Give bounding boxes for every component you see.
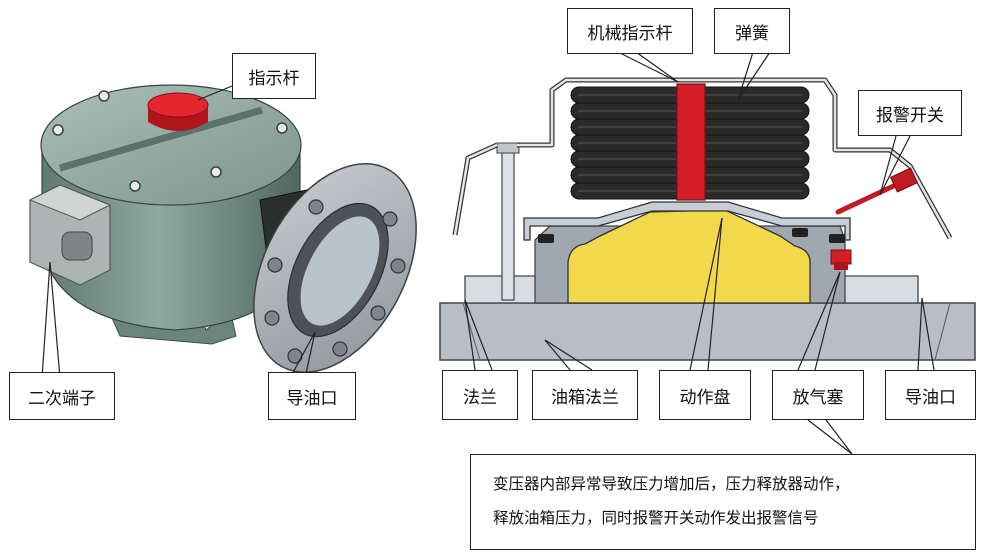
label-action-disc: 动作盘 (659, 370, 751, 420)
secondary-terminal-box (28, 184, 112, 286)
seals (538, 228, 845, 243)
oil-outlet-flange (253, 163, 417, 373)
label-spring: 弹簧 (714, 8, 790, 54)
cover-screws (52, 90, 288, 192)
base-flange-bevel (462, 302, 951, 361)
label-indicator-rod: 指示杆 (232, 53, 316, 99)
note-line-2: 释放油箱压力，同时报警开关动作发出报警信号 (493, 509, 819, 527)
left-leader-lines (41, 85, 316, 379)
label-alarm-switch: 报警开关 (858, 90, 962, 136)
label-tank-flange: 油箱法兰 (532, 370, 638, 420)
action-disc (523, 201, 851, 241)
base-flange (439, 302, 976, 361)
label-flange: 法兰 (442, 370, 518, 420)
top-cover-ridge (59, 106, 263, 172)
label-mechanical-indicator-rod: 机械指示杆 (567, 8, 693, 54)
vent-plug (830, 249, 852, 270)
alarm-switch (835, 167, 919, 215)
label-secondary-terminal: 二次端子 (9, 372, 115, 420)
description-note: 变压器内部异常导致压力增加后，压力释放器动作， 释放油箱压力，同时报警开关动作发… (470, 454, 976, 550)
right-leader-lines (464, 51, 935, 455)
label-oil-outlet-left: 导油口 (268, 372, 356, 420)
guide-post (501, 149, 515, 301)
indicator-rod-cap (147, 92, 209, 131)
label-oil-outlet-right: 导油口 (885, 370, 976, 420)
device-illustration (28, 84, 417, 379)
action-chamber (567, 209, 811, 304)
note-line-1: 变压器内部异常导致压力增加后，压力释放器动作， (493, 475, 850, 493)
label-vent-plug: 放气塞 (772, 370, 864, 420)
mechanical-indicator-rod (676, 83, 706, 201)
cross-section (439, 51, 976, 455)
